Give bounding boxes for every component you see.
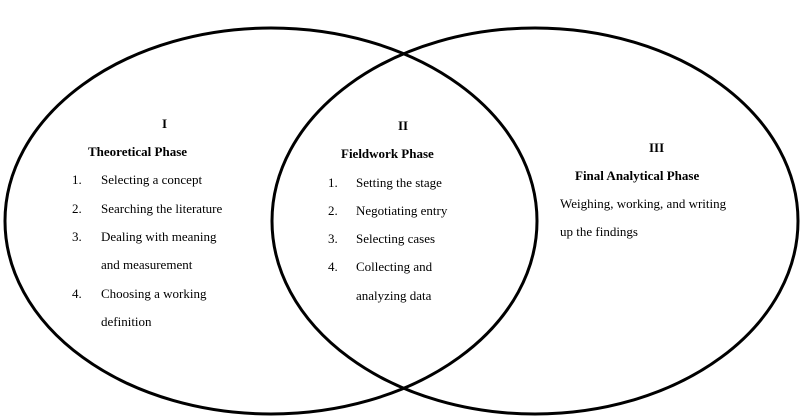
phase-1-item-4-text-line-2: definition bbox=[101, 314, 152, 329]
phase-2-title: Fieldwork Phase bbox=[341, 146, 434, 161]
left-circle bbox=[3, 26, 539, 416]
phase-2-item-1-text: Setting the stage bbox=[356, 175, 442, 190]
phase-1-item-2-text: Searching the literature bbox=[101, 201, 223, 216]
phase-3-numeral: III bbox=[649, 140, 665, 155]
phase-2-item-4-text-line-2: analyzing data bbox=[356, 288, 432, 303]
phase-1-item-3-text-line-2: and measurement bbox=[101, 257, 193, 272]
phase-2-item-2-text: Negotiating entry bbox=[356, 203, 448, 218]
phase-2-numeral: II bbox=[398, 118, 409, 133]
right-circle bbox=[270, 26, 800, 416]
phase-2-item-4-text-line-1: Collecting and bbox=[356, 259, 433, 274]
phase-1-title: Theoretical Phase bbox=[88, 144, 188, 159]
phase-1-numeral: I bbox=[162, 116, 168, 131]
phase-1-item-1-text: Selecting a concept bbox=[101, 172, 203, 187]
phase-2-item-1-number: 1. bbox=[328, 175, 338, 190]
phase-2-item-3-number: 3. bbox=[328, 231, 338, 246]
phase-2-item-3-text: Selecting cases bbox=[356, 231, 436, 246]
phase-1-item-4-number: 4. bbox=[72, 286, 82, 301]
phase-3-title: Final Analytical Phase bbox=[575, 168, 700, 183]
phase-1-item-1-number: 1. bbox=[72, 172, 82, 187]
phase-3-body-line-2: up the findings bbox=[560, 224, 638, 239]
phase-1-item-4-text-line-1: Choosing a working bbox=[101, 286, 207, 301]
phase-3-body-line-1: Weighing, working, and writing bbox=[560, 196, 727, 211]
phase-1-item-3-text-line-1: Dealing with meaning bbox=[101, 229, 217, 244]
phase-2-item-2-number: 2. bbox=[328, 203, 338, 218]
phase-2-item-4-number: 4. bbox=[328, 259, 338, 274]
phase-1-item-3-number: 3. bbox=[72, 229, 82, 244]
phase-1-item-2-number: 2. bbox=[72, 201, 82, 216]
